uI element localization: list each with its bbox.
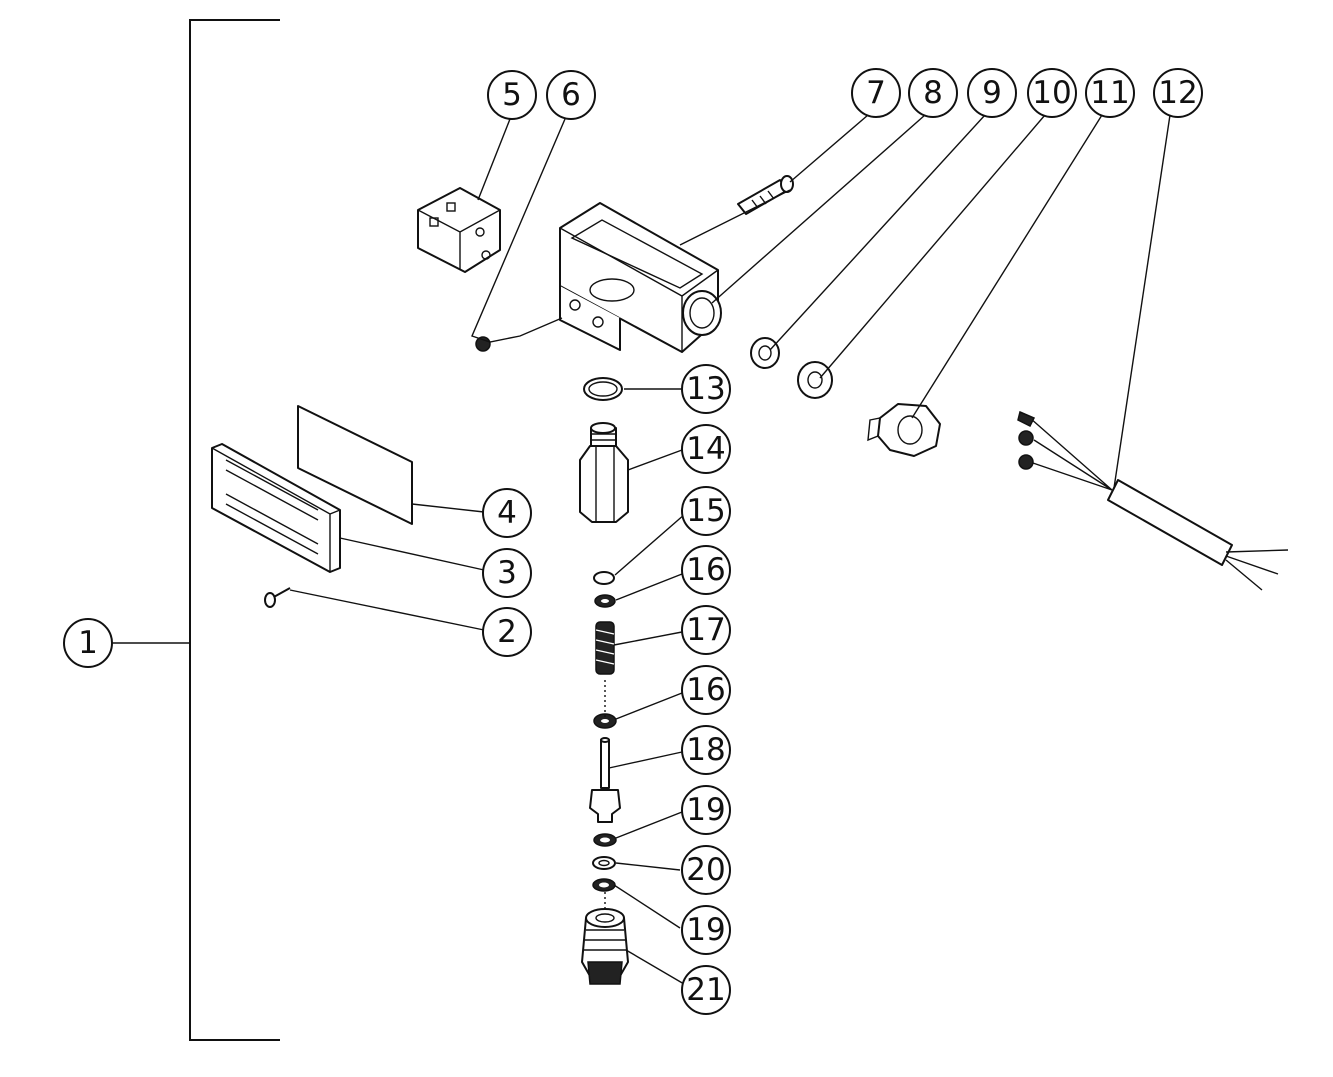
svg-text:13: 13 [686, 371, 725, 407]
part-11-fitting [867, 403, 941, 457]
callout-13: 13 [681, 364, 731, 414]
part-19-ring-lower [592, 878, 616, 892]
svg-text:5: 5 [502, 77, 522, 113]
part-17-spring [595, 621, 615, 675]
housing-box [559, 202, 719, 353]
callout-18: 18 [681, 725, 731, 775]
svg-text:20: 20 [686, 852, 725, 888]
leader-lines [289, 114, 1171, 985]
assembly-bracket [112, 19, 280, 1041]
svg-text:8: 8 [923, 75, 943, 111]
part-10-nut [797, 361, 833, 399]
callout-15: 15 [681, 486, 731, 536]
callout-6: 6 [546, 70, 596, 120]
part-3-cover [211, 443, 341, 573]
part-20-ring [592, 856, 616, 870]
svg-text:19: 19 [686, 912, 725, 948]
callout-16-lower: 16 [681, 665, 731, 715]
callout-1: 1 [63, 618, 113, 668]
callout-19-lower: 19 [681, 905, 731, 955]
part-19-ring-upper [593, 833, 617, 847]
callout-12: 12 [1153, 68, 1203, 118]
callout-21: 21 [681, 965, 731, 1015]
callout-16-upper: 16 [681, 545, 731, 595]
callout-14: 14 [681, 424, 731, 474]
part-21-threaded-fitting [581, 908, 629, 985]
part-18-plunger [589, 737, 621, 823]
svg-text:15: 15 [686, 493, 725, 529]
callout-17: 17 [681, 605, 731, 655]
svg-text:4: 4 [497, 495, 517, 531]
part-4-gasket [297, 405, 413, 525]
svg-text:11: 11 [1090, 75, 1129, 111]
part-16-washer-lower [593, 713, 617, 729]
part-15-ring [593, 571, 615, 585]
part-12-cable [1017, 410, 1289, 591]
svg-text:19: 19 [686, 792, 725, 828]
part-14-hex-body [579, 422, 629, 523]
callout-5: 5 [487, 70, 537, 120]
svg-text:16: 16 [686, 672, 725, 708]
part-2-screw [264, 587, 291, 608]
svg-text:18: 18 [686, 732, 725, 768]
callout-8: 8 [908, 68, 958, 118]
svg-text:1: 1 [78, 625, 98, 661]
svg-text:3: 3 [497, 555, 517, 591]
callout-20: 20 [681, 845, 731, 895]
callout-3: 3 [482, 548, 532, 598]
svg-text:17: 17 [686, 612, 725, 648]
part-5-block [417, 187, 501, 273]
part-8-knob [682, 290, 722, 336]
svg-text:9: 9 [982, 75, 1002, 111]
svg-text:16: 16 [686, 552, 725, 588]
callout-10: 10 [1027, 68, 1077, 118]
callout-9: 9 [967, 68, 1017, 118]
svg-text:6: 6 [561, 77, 581, 113]
callout-4: 4 [482, 488, 532, 538]
part-9-washer [750, 337, 780, 369]
part-16-washer-upper [594, 594, 616, 608]
callout-7: 7 [851, 68, 901, 118]
callout-2: 2 [482, 607, 532, 657]
svg-text:10: 10 [1032, 75, 1071, 111]
svg-text:7: 7 [866, 75, 886, 111]
callout-11: 11 [1085, 68, 1135, 118]
callout-19-upper: 19 [681, 785, 731, 835]
svg-text:12: 12 [1158, 75, 1197, 111]
svg-text:14: 14 [686, 431, 725, 467]
svg-text:21: 21 [686, 972, 725, 1008]
svg-text:2: 2 [497, 614, 517, 650]
part-7-screw [737, 175, 794, 215]
part-13-oring [583, 377, 623, 401]
